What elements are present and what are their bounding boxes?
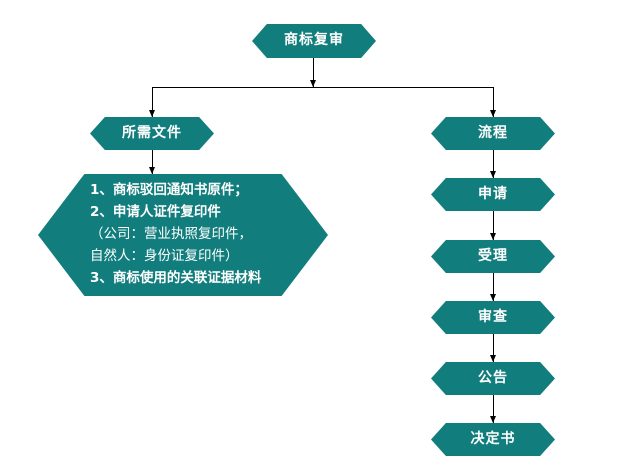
connector-announce-to-decision — [493, 395, 494, 423]
node-step-decision[interactable]: 决定书 — [431, 423, 555, 456]
node-step-decision-label: 决定书 — [470, 430, 516, 447]
connector-docs-to-doclist — [152, 150, 153, 174]
node-step-announcement[interactable]: 公告 — [431, 362, 555, 395]
node-required-documents[interactable]: 所需文件 — [90, 117, 214, 150]
connector-process-to-apply — [493, 150, 494, 178]
node-step-accept[interactable]: 受理 — [431, 240, 555, 273]
connector-split-right — [493, 87, 494, 117]
node-process-label: 流程 — [478, 124, 508, 141]
node-trademark-review-label: 商标复审 — [284, 32, 344, 49]
document-line-5: 3、商标使用的关联证据材料 — [90, 269, 262, 286]
connector-root-stem — [313, 58, 314, 87]
node-process[interactable]: 流程 — [431, 117, 555, 150]
connector-announce-to-decision-arrow — [490, 416, 496, 423]
node-required-documents-label: 所需文件 — [122, 124, 182, 141]
connector-docs-to-doclist-arrow — [149, 167, 155, 174]
document-line-2: 2、申请人证件复印件 — [90, 204, 221, 221]
node-step-apply[interactable]: 申请 — [431, 178, 555, 211]
node-step-accept-label: 受理 — [478, 247, 508, 264]
connector-split-left — [152, 87, 153, 117]
connector-split-left-arrow — [149, 110, 155, 117]
connector-split-bar — [152, 87, 493, 88]
node-document-list[interactable]: 1、商标驳回通知书原件； 2、申请人证件复印件 （公司：营业执照复印件， 自然人… — [38, 174, 328, 296]
connector-split-right-arrow — [490, 110, 496, 117]
document-list-text: 1、商标驳回通知书原件； 2、申请人证件复印件 （公司：营业执照复印件， 自然人… — [90, 180, 261, 289]
connector-apply-to-accept — [493, 211, 494, 240]
connector-accept-to-review — [493, 273, 494, 301]
document-line-3: （公司：营业执照复印件， — [90, 226, 252, 243]
connector-review-to-announce-arrow — [490, 355, 496, 362]
node-step-review[interactable]: 审查 — [431, 301, 555, 334]
node-trademark-review[interactable]: 商标复审 — [252, 24, 376, 58]
connector-accept-to-review-arrow — [490, 294, 496, 301]
connector-apply-to-accept-arrow — [490, 233, 496, 240]
connector-review-to-announce — [493, 334, 494, 362]
document-line-4: 自然人：身份证复印件） — [90, 247, 239, 264]
document-line-1: 1、商标驳回通知书原件； — [90, 182, 248, 199]
node-step-review-label: 审查 — [478, 308, 508, 325]
connector-root-stem-arrow — [310, 80, 316, 87]
node-step-announcement-label: 公告 — [478, 369, 508, 386]
node-step-apply-label: 申请 — [478, 185, 508, 202]
connector-process-to-apply-arrow — [490, 171, 496, 178]
